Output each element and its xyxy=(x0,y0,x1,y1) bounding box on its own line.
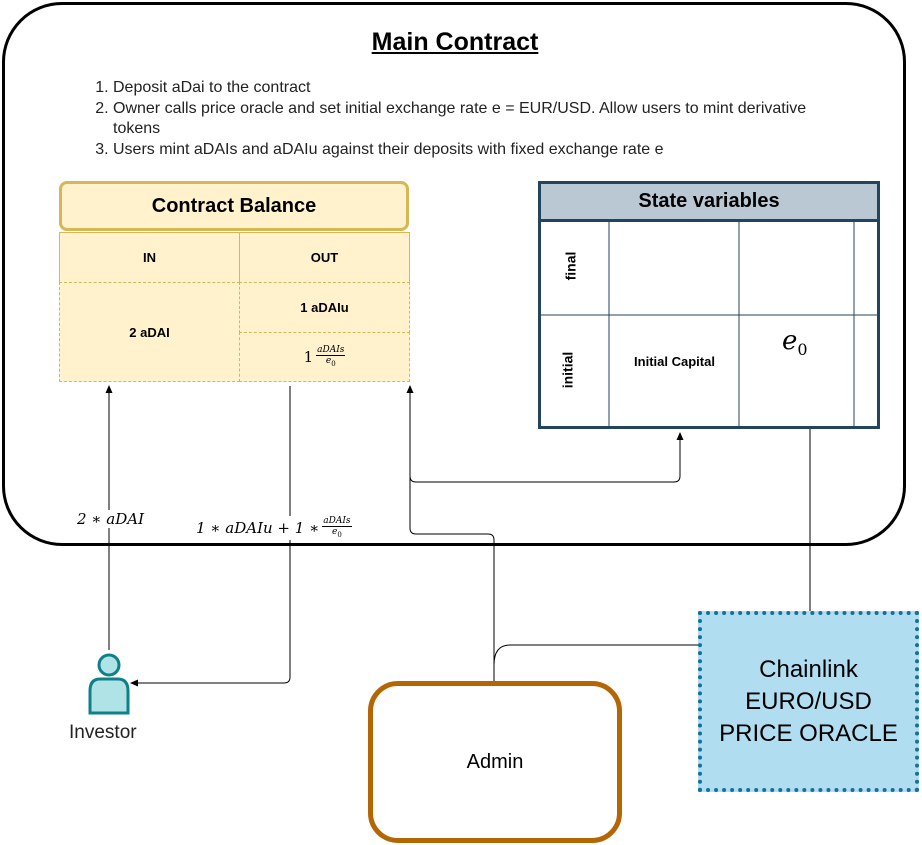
edge-label-deposit: 2 ∗ aDAI xyxy=(77,510,145,528)
oracle-line-1: Chainlink xyxy=(759,655,858,683)
step-2: Owner calls price oracle and set initial… xyxy=(113,99,853,139)
step-1: Deposit aDai to the contract xyxy=(113,78,853,98)
price-oracle-node: Chainlink EURO/USD PRICE ORACLE xyxy=(698,611,919,792)
main-contract-box xyxy=(2,2,906,546)
initial-capital-label: Initial Capital xyxy=(634,354,715,369)
state-variables-title: State variables xyxy=(538,181,880,222)
balance-out-row2: 1 aDAIs e0 xyxy=(239,332,410,382)
state-variables-table xyxy=(538,222,880,429)
investor-label: Investor xyxy=(69,722,137,743)
arrow-admin-to-balance xyxy=(406,385,495,681)
state-grid xyxy=(538,222,877,427)
admin-label: Admin xyxy=(466,750,524,773)
state-row-final: final xyxy=(562,251,579,281)
balance-in-value: 2 aDAI xyxy=(59,282,240,382)
balance-col-out: OUT xyxy=(239,232,410,283)
arrow-out-to-investor xyxy=(130,386,291,687)
state-row-initial: initial xyxy=(559,351,576,389)
arrow-balance-to-state xyxy=(409,432,684,483)
oracle-line-3: PRICE ORACLE xyxy=(719,719,898,747)
contract-balance-title: Contract Balance xyxy=(59,181,409,231)
e0-symbol: e0 xyxy=(782,326,808,360)
user-icon xyxy=(88,653,130,715)
balance-out-row1: 1 aDAIu xyxy=(239,282,410,333)
admin-node: Admin xyxy=(368,681,622,843)
step-3: Users mint aDAIs and aDAIu against their… xyxy=(113,140,853,160)
oracle-line-2: EURO/USD xyxy=(745,687,872,715)
main-contract-title: Main Contract xyxy=(371,28,539,56)
steps-list: Deposit aDai to the contract Owner calls… xyxy=(93,78,853,161)
balance-col-in: IN xyxy=(59,232,240,283)
edge-label-mint: 1 ∗ aDAIu + 1 ∗ aDAIs e0 xyxy=(196,516,352,540)
